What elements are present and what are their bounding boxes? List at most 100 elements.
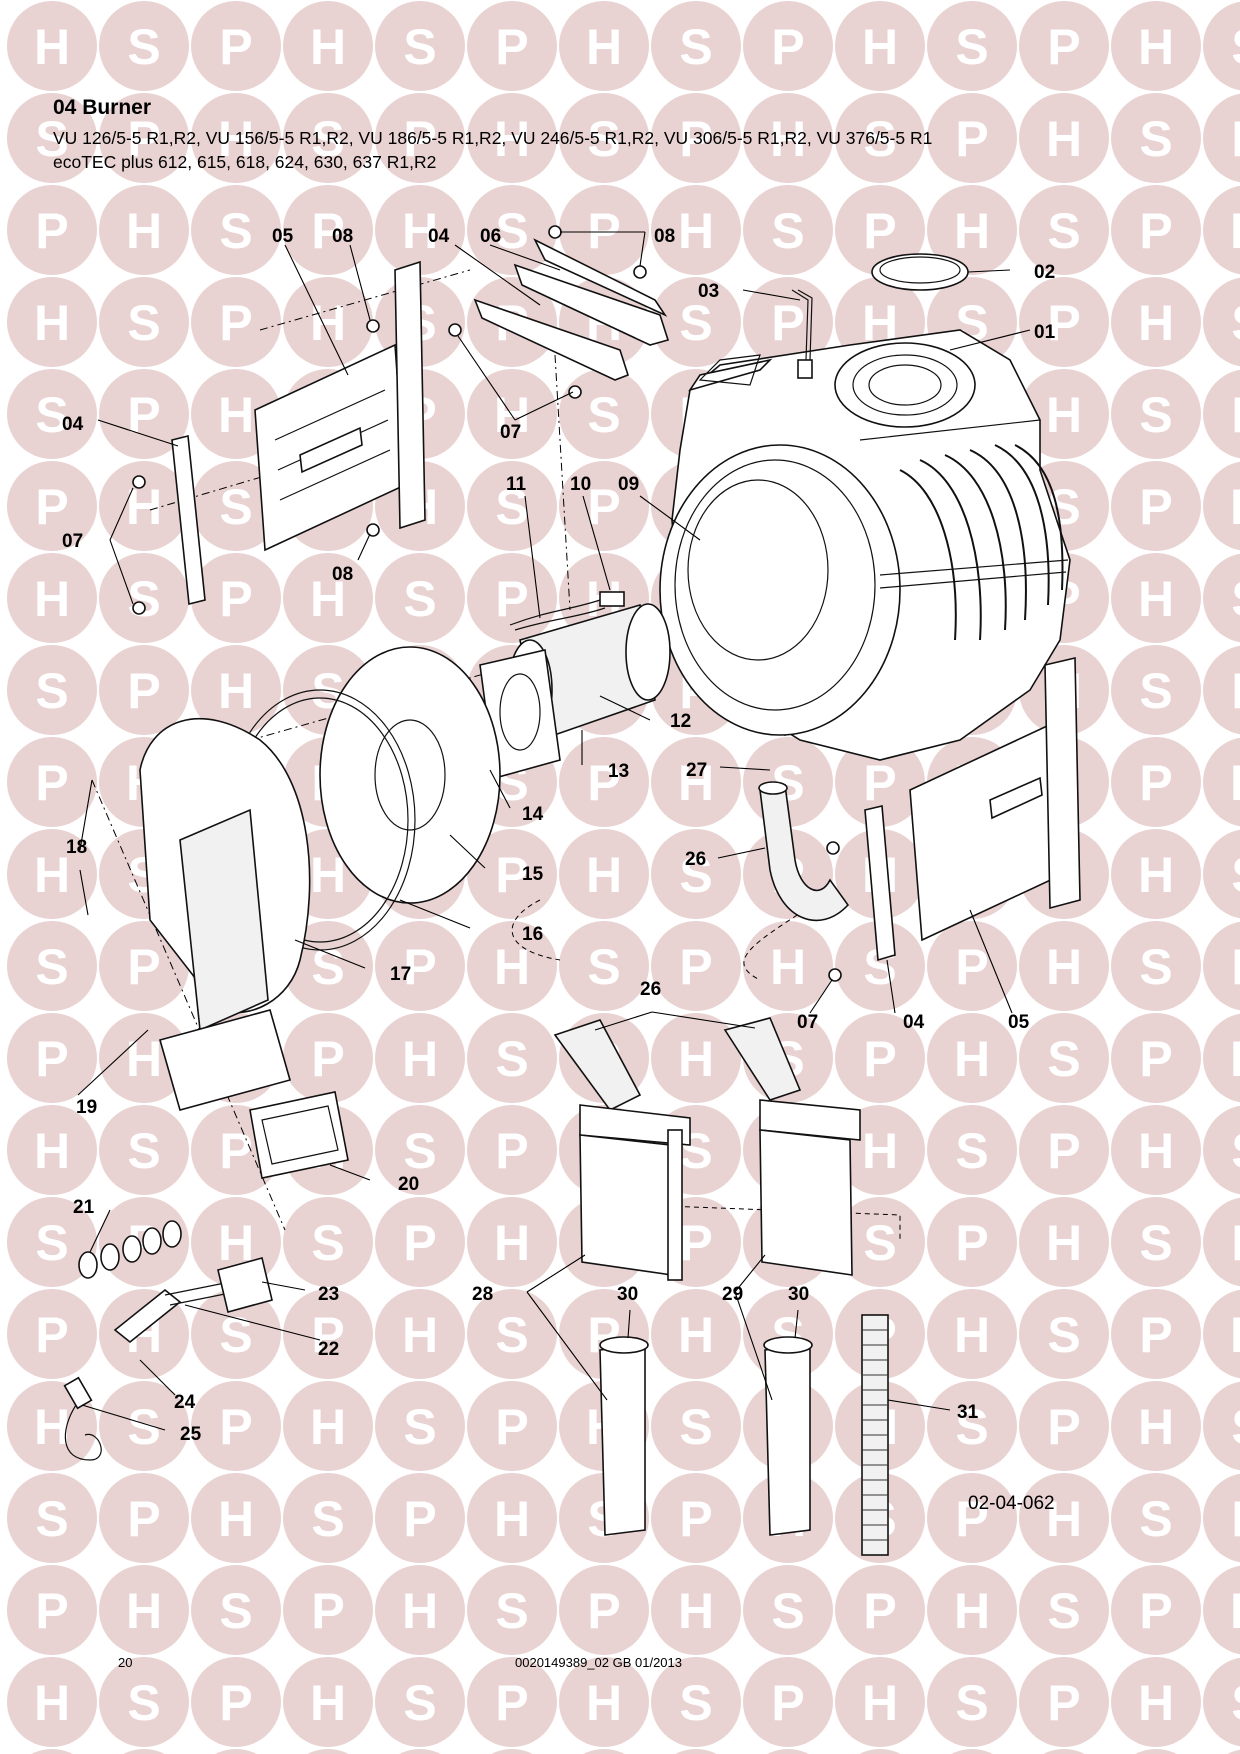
watermark-tile: H xyxy=(835,1657,925,1747)
svg-text:P: P xyxy=(679,1215,712,1271)
watermark-tile: S xyxy=(651,277,741,367)
watermark-tile: S xyxy=(467,461,557,551)
svg-text:P: P xyxy=(771,295,804,351)
callout-10: 10 xyxy=(570,474,591,495)
svg-text:H: H xyxy=(586,847,622,903)
watermark-tile: H xyxy=(1043,1749,1085,1754)
watermark-tile: P xyxy=(191,1,281,91)
svg-text:P: P xyxy=(403,1215,436,1271)
watermark-tile: H xyxy=(191,93,281,183)
svg-text:H: H xyxy=(678,1307,714,1363)
svg-text:H: H xyxy=(770,939,806,995)
watermark-tile: S xyxy=(31,1749,73,1754)
callout-22: 22 xyxy=(318,1339,339,1360)
svg-text:H: H xyxy=(1138,1123,1174,1179)
watermark-tile: H xyxy=(283,1,373,91)
svg-text:S: S xyxy=(679,847,712,903)
svg-text:P: P xyxy=(771,1675,804,1731)
svg-text:H: H xyxy=(862,19,898,75)
watermark-tile: P xyxy=(1111,1289,1201,1379)
ignition-electrode-part xyxy=(113,1257,273,1344)
watermark-tile: H xyxy=(1203,1013,1240,1103)
watermark-tile: S xyxy=(467,185,557,275)
watermark-tile: H xyxy=(927,185,1017,275)
svg-text:H: H xyxy=(1138,847,1174,903)
svg-text:S: S xyxy=(679,19,712,75)
svg-text:H: H xyxy=(126,1031,162,1087)
watermark-tile: S xyxy=(859,1749,901,1754)
watermark-tile: S xyxy=(1203,829,1240,919)
svg-text:P: P xyxy=(955,1491,988,1547)
watermark-tile: H xyxy=(743,921,833,1011)
watermark-tile: S xyxy=(1135,1749,1177,1754)
callout-06: 06 xyxy=(480,226,501,247)
watermark-tile: P xyxy=(191,553,281,643)
svg-text:H: H xyxy=(34,847,70,903)
o-rings-part xyxy=(78,1220,182,1279)
svg-text:S: S xyxy=(127,295,160,351)
watermark-tile: P xyxy=(927,93,1017,183)
watermark-tile: S xyxy=(99,277,189,367)
watermark-tile: P xyxy=(927,1473,1017,1563)
watermark-tile: H xyxy=(283,277,373,367)
svg-text:H: H xyxy=(34,1675,70,1731)
svg-text:P: P xyxy=(127,1491,160,1547)
watermark-tile: S xyxy=(927,1105,1017,1195)
watermark-tile: S xyxy=(99,1,189,91)
svg-text:P: P xyxy=(35,479,68,535)
svg-text:H: H xyxy=(34,1123,70,1179)
svg-text:H: H xyxy=(402,1583,438,1639)
svg-text:H: H xyxy=(1230,1031,1240,1087)
watermark-tile: P xyxy=(1203,369,1240,459)
svg-text:P: P xyxy=(127,663,160,719)
svg-text:S: S xyxy=(1047,203,1080,259)
watermark-tile: P xyxy=(1203,93,1240,183)
svg-text:S: S xyxy=(311,111,344,167)
watermark-tile: S xyxy=(99,553,189,643)
svg-text:S: S xyxy=(955,1675,988,1731)
svg-text:H: H xyxy=(586,19,622,75)
watermark-tile: P xyxy=(1019,277,1109,367)
svg-text:P: P xyxy=(219,1675,252,1731)
svg-text:S: S xyxy=(403,1123,436,1179)
watermark-tile: H xyxy=(7,1,97,91)
callout-08: 08 xyxy=(654,226,675,247)
svg-text:P: P xyxy=(403,939,436,995)
watermark-tile: S xyxy=(1203,1105,1240,1195)
watermark-tile: S xyxy=(7,369,97,459)
watermark-tile: H xyxy=(215,1749,257,1754)
svg-text:P: P xyxy=(403,111,436,167)
watermark-tile: H xyxy=(283,553,373,643)
svg-text:S: S xyxy=(127,571,160,627)
svg-text:H: H xyxy=(494,111,530,167)
watermark-tile: S xyxy=(283,1473,373,1563)
watermark-tile: P xyxy=(651,1473,741,1563)
callout-08: 08 xyxy=(332,564,353,585)
watermark-tile: H xyxy=(767,1749,809,1754)
svg-text:H: H xyxy=(954,203,990,259)
svg-text:H: H xyxy=(1046,111,1082,167)
callout-30: 30 xyxy=(788,1284,809,1305)
watermark-tile: H xyxy=(1111,1657,1201,1747)
svg-text:S: S xyxy=(403,19,436,75)
watermark-tile: H xyxy=(1019,1197,1109,1287)
watermark-tile: H xyxy=(191,645,281,735)
svg-text:S: S xyxy=(587,387,620,443)
leader-lines xyxy=(77,231,1031,1431)
watermark-tile: H xyxy=(283,1657,373,1747)
watermark-tile: H xyxy=(1111,553,1201,643)
callout-31: 31 xyxy=(957,1402,979,1423)
svg-text:P: P xyxy=(1139,755,1172,811)
svg-text:P: P xyxy=(587,203,620,259)
svg-text:H: H xyxy=(310,19,346,75)
callout-16: 16 xyxy=(522,924,543,945)
watermark-tile: H xyxy=(99,461,189,551)
watermark-tile: S xyxy=(1019,185,1109,275)
watermark-tile: P xyxy=(835,737,925,827)
callout-21: 21 xyxy=(73,1197,95,1218)
svg-text:S: S xyxy=(1231,847,1240,903)
svg-text:P: P xyxy=(403,1491,436,1547)
watermark-tile: P xyxy=(7,737,97,827)
watermark-tile: H xyxy=(375,1013,465,1103)
watermark-tile: P xyxy=(835,185,925,275)
